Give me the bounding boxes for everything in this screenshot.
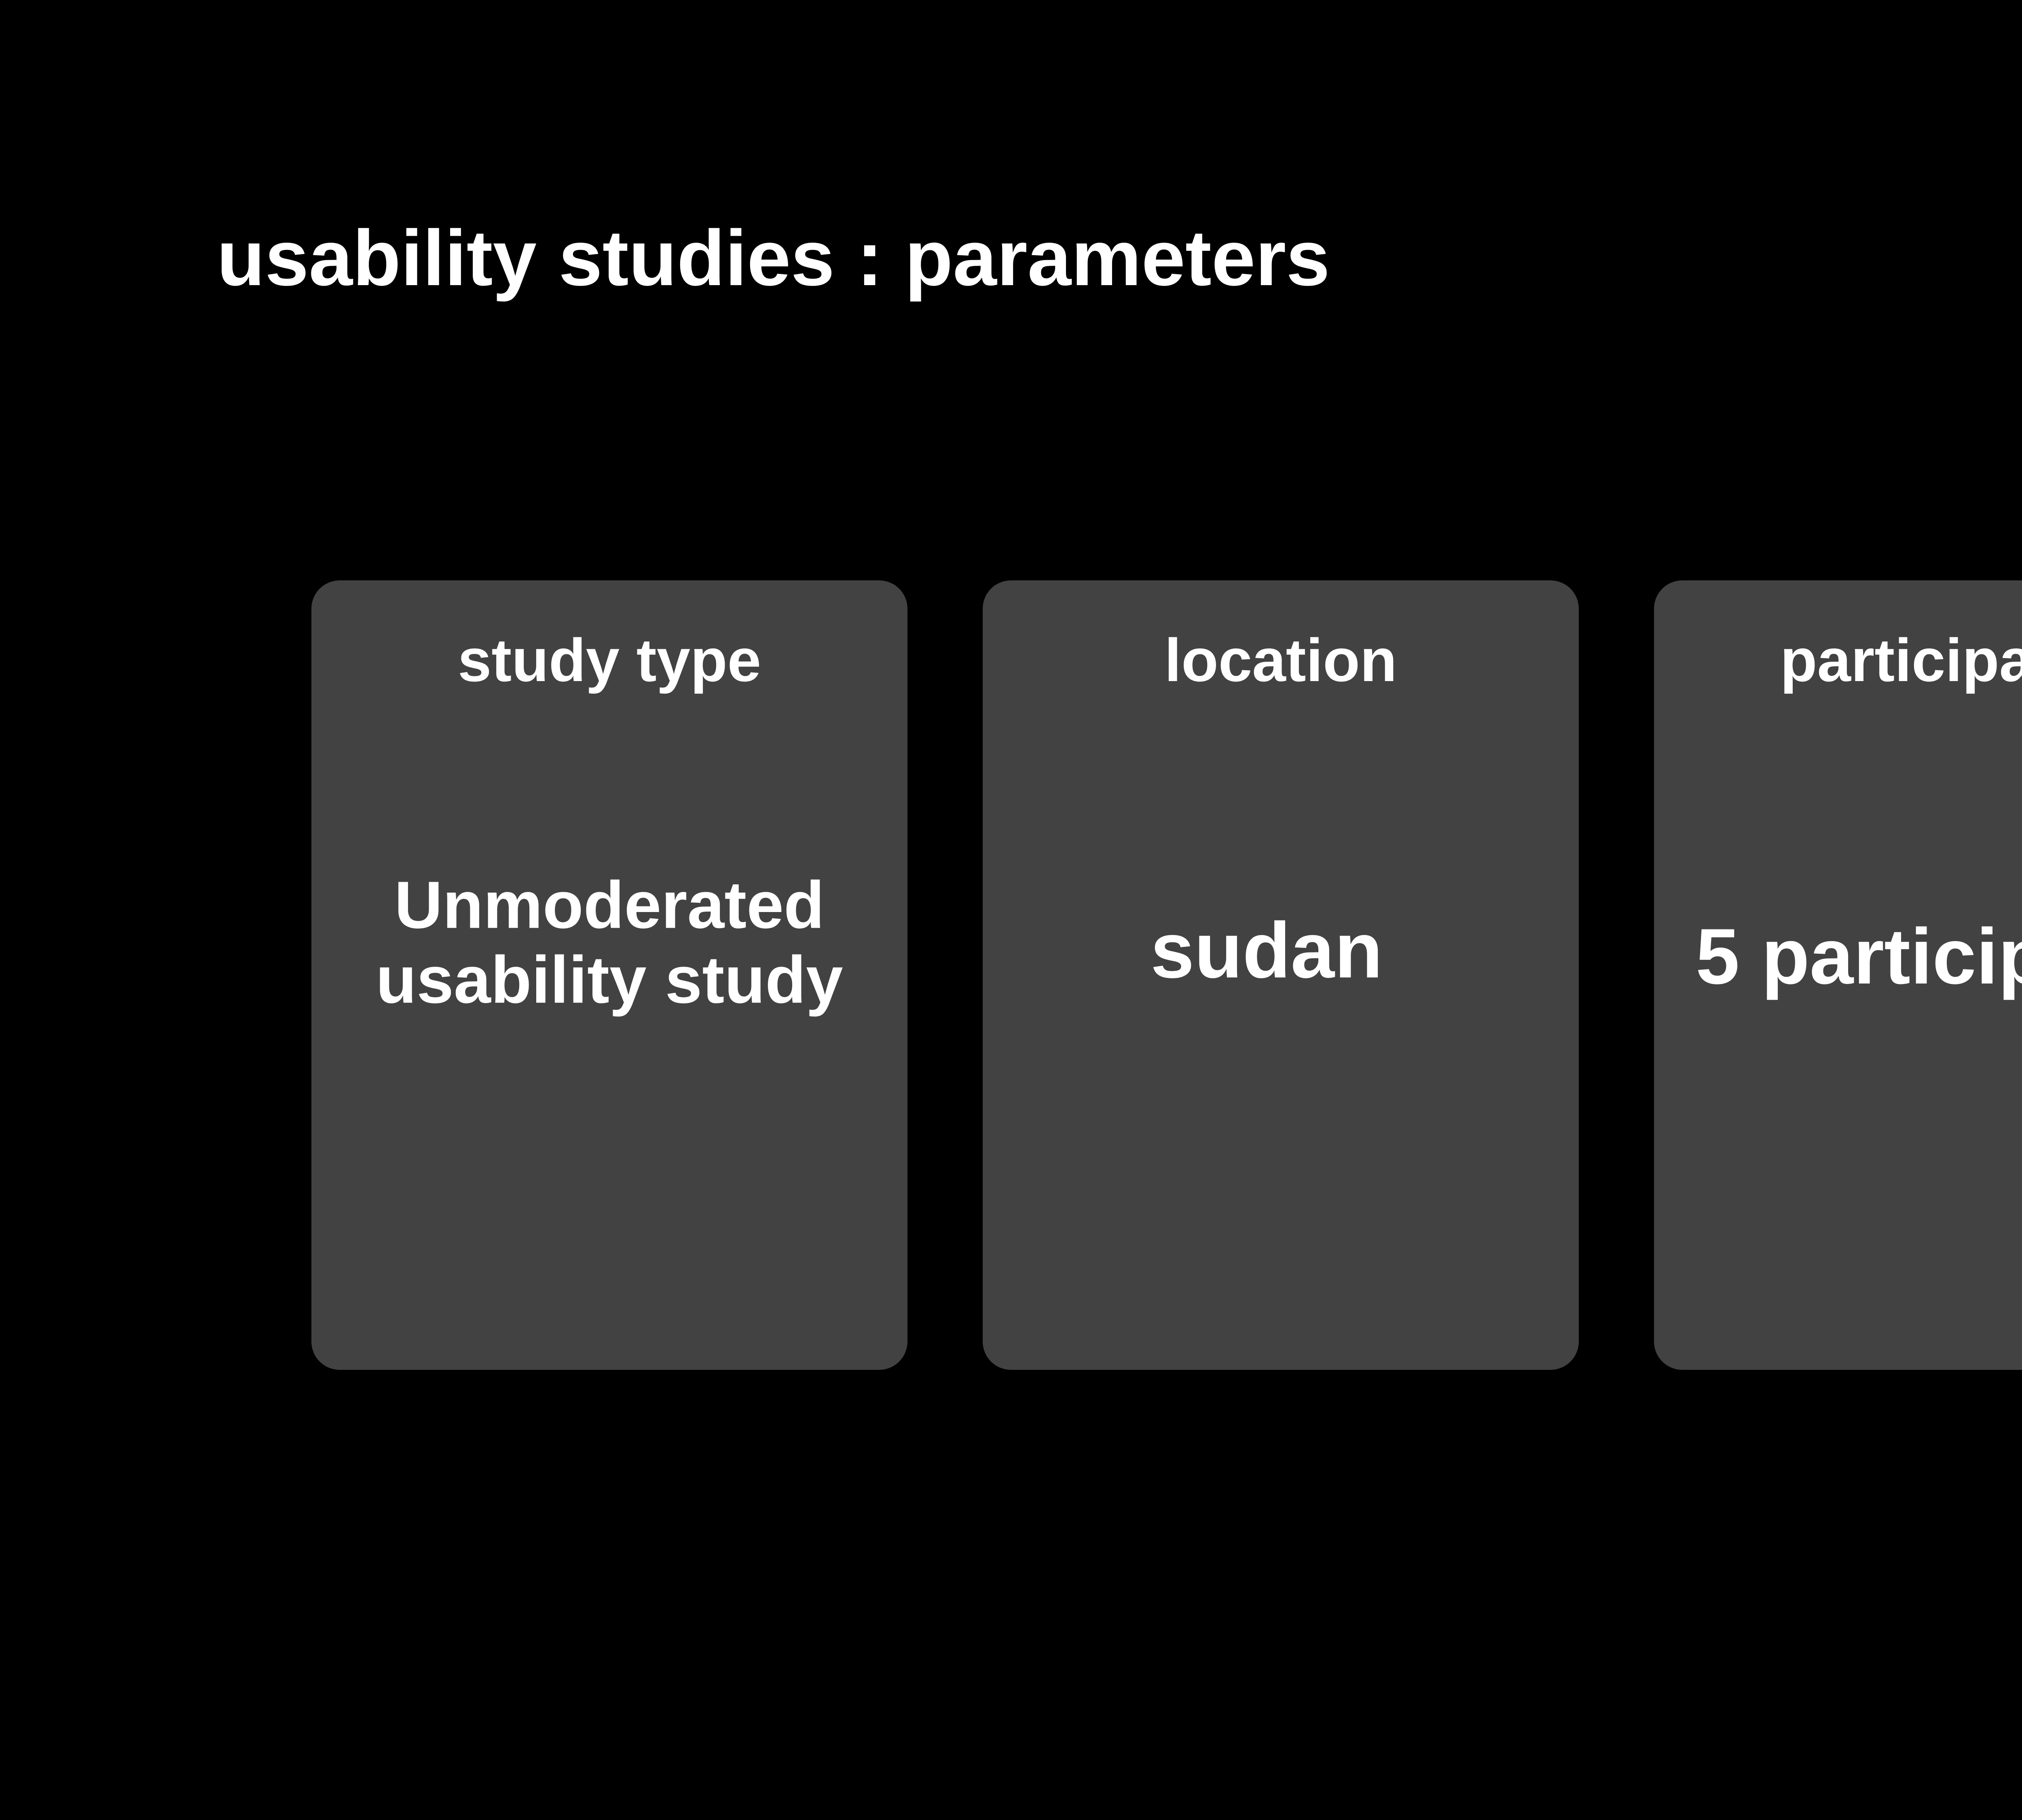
card-value-participants: 5 participants <box>1696 912 2022 1001</box>
parameter-card-study-type: study type Unmoderated usability study <box>311 580 907 1370</box>
card-label-location: location <box>1164 626 1397 694</box>
card-label-participants: participants <box>1780 626 2022 694</box>
parameter-card-location: location sudan <box>983 580 1579 1370</box>
page-title: usability studies : parameters <box>217 214 1330 302</box>
parameter-cards-row: study type Unmoderated usability study l… <box>311 580 2022 1370</box>
card-value-location: sudan <box>1150 906 1383 995</box>
card-value-study-type: Unmoderated usability study <box>376 868 843 1017</box>
card-label-study-type: study type <box>457 626 761 694</box>
parameter-card-participants: participants 5 participants <box>1654 580 2022 1370</box>
